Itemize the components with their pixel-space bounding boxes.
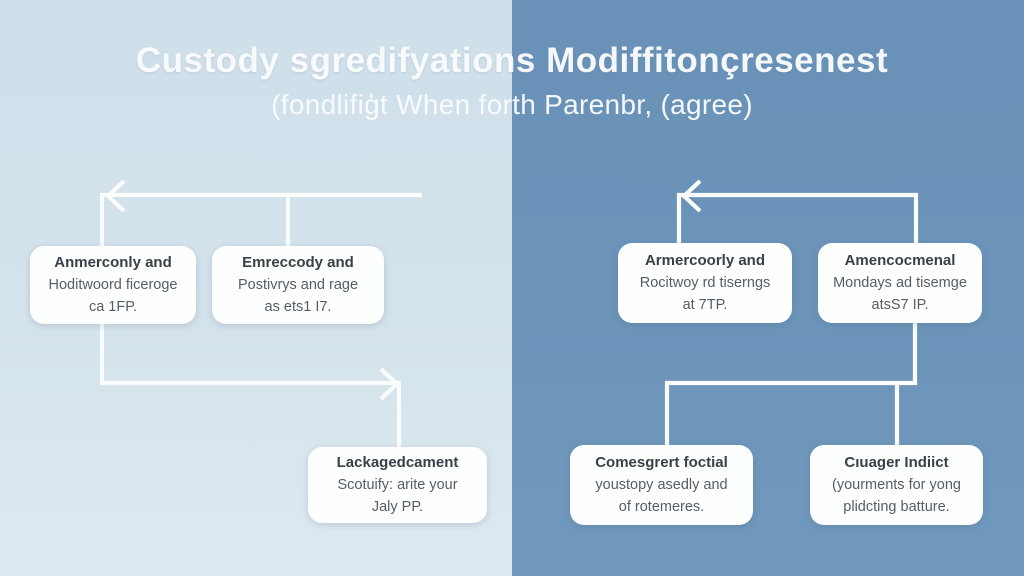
box-heading: Cıuager Indiict — [844, 454, 949, 471]
flow-box-left-top-1: Anmerconly and Hoditwoord ficeroge ca 1F… — [30, 246, 196, 324]
box-text-line: Scotuify: arite your — [337, 477, 458, 493]
box-heading: Anmerconly and — [54, 254, 172, 271]
box-text-line: Mondays ad tisemge — [833, 275, 967, 291]
box-text-line: of rotemeres. — [618, 499, 705, 515]
box-text-line: (yourments for yong — [832, 477, 961, 493]
box-text-line: Rocitwoy rd tiserngs — [639, 275, 771, 291]
diagram-header: Custody sgredifyations Modiffitonçresene… — [0, 40, 1024, 123]
flow-box-left-bottom: Lackagedcament Scotuify: arite your Jaly… — [308, 447, 487, 523]
box-heading: Armercoorly and — [644, 252, 766, 269]
box-heading: Lackagedcament — [336, 454, 459, 471]
box-text-line: ca 1FP. — [88, 299, 138, 315]
box-text-line: atsS7 IP. — [871, 297, 929, 313]
flow-box-right-bottom-2: Cıuager Indiict (yourments for yong plid… — [810, 445, 983, 525]
diagram-subtitle: (fondlifiģt When forth Parenbr, (agree) — [271, 89, 753, 120]
box-text-line: as ets1 I7. — [264, 299, 332, 315]
box-text-line: Postivrys and rage — [237, 277, 359, 293]
box-heading: Amencocmenal — [844, 252, 956, 269]
box-text-line: at 7TP. — [682, 297, 728, 313]
box-text-line: youstopy asedly and — [595, 477, 728, 493]
box-heading: Emreccody and — [242, 254, 354, 271]
box-text-line: Jaly PP. — [371, 499, 424, 515]
flow-box-right-bottom-1: Comesgrert foctial youstopy asedly and o… — [570, 445, 753, 525]
flow-box-left-top-2: Emreccody and Postivrys and rage as ets1… — [212, 246, 384, 324]
flow-box-right-top-1: Armercoorly and Rocitwoy rd tiserngs at … — [618, 243, 792, 323]
diagram-title: Custody sgredifyations Modiffitonçresene… — [135, 41, 889, 80]
box-text-line: plidcting batture. — [843, 499, 950, 515]
flow-box-right-top-2: Amencocmenal Mondays ad tisemge atsS7 IP… — [818, 243, 982, 323]
box-heading: Comesgrert foctial — [595, 454, 728, 471]
box-text-line: Hoditwoord ficeroge — [48, 277, 178, 293]
